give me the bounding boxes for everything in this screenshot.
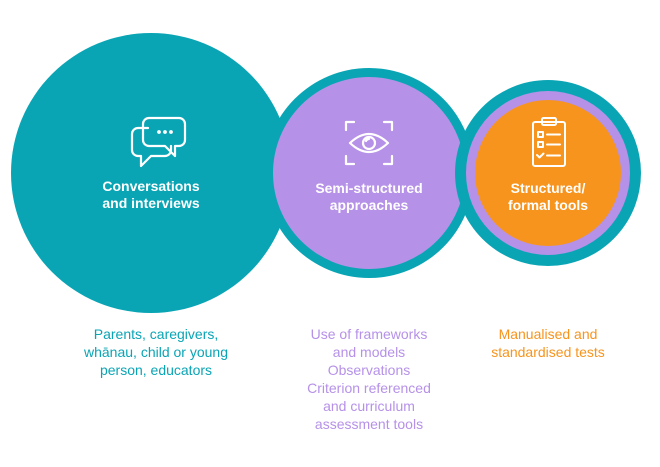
semi-structured-desc-line-5: and curriculum: [323, 398, 415, 414]
conversations-desc-line-3: person, educators: [99, 362, 213, 378]
structured-description: Manualised and standardised tests: [468, 325, 628, 361]
eye-scan-icon: [344, 120, 394, 166]
conversations-title-line-2: and interviews: [102, 195, 200, 211]
conversations-description: Parents, caregivers, whānau, child or yo…: [56, 325, 256, 379]
conversations-circle: [11, 33, 291, 313]
structured-desc-line-2: standardised tests: [491, 344, 605, 360]
semi-structured-title-line-1: Semi-structured: [315, 180, 423, 196]
structured-desc-line-1: Manualised and: [498, 326, 598, 342]
structured-title-line-1: Structured/: [510, 180, 586, 196]
conversations-desc-line-1: Parents, caregivers,: [93, 326, 219, 342]
structured-title-line-2: formal tools: [507, 197, 589, 213]
conversations-title: Conversations and interviews: [71, 178, 231, 212]
conversations-desc-line-2: whānau, child or young: [84, 344, 228, 360]
clipboard-checklist-icon: [532, 117, 566, 167]
chat-bubbles-icon: [130, 116, 187, 168]
semi-structured-title-line-2: approaches: [329, 197, 409, 213]
conversations-title-line-1: Conversations: [102, 178, 200, 194]
semi-structured-desc-line-1: Use of frameworks: [310, 326, 428, 342]
semi-structured-desc-line-4: Criterion referenced: [307, 380, 431, 396]
structured-title: Structured/ formal tools: [478, 180, 618, 214]
semi-structured-circle: [273, 77, 465, 269]
semi-structured-title: Semi-structured approaches: [289, 180, 449, 214]
semi-structured-desc-line-2: and models: [332, 344, 406, 360]
semi-structured-desc-line-6: assessment tools: [314, 416, 424, 432]
semi-structured-description: Use of frameworks and models Observation…: [279, 325, 459, 433]
semi-structured-desc-line-3: Observations: [327, 362, 411, 378]
structured-circle: [475, 100, 621, 246]
